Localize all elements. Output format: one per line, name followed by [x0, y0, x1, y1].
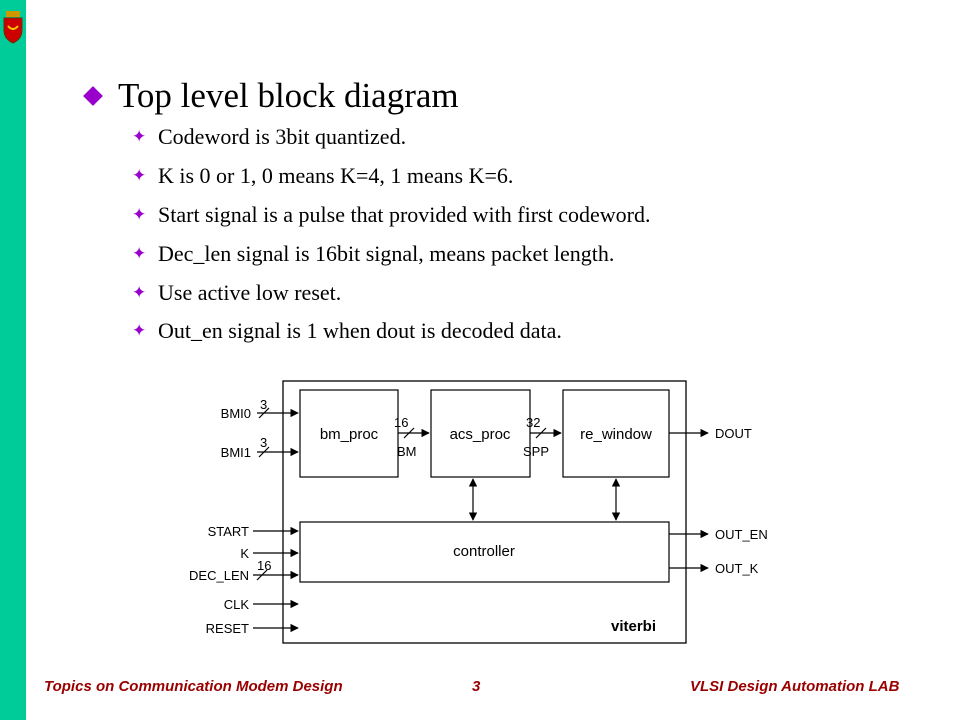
bullet-text: Dec_len signal is 16bit signal, means pa…: [158, 240, 615, 266]
bullet-item: ✦ Codeword is 3bit quantized.: [132, 118, 650, 157]
bullet-text: Start signal is a pulse that provided wi…: [158, 201, 651, 227]
bmi0-width-label: 3: [260, 397, 267, 412]
footer-lab-name: VLSI Design Automation LAB: [690, 678, 900, 695]
out-k-label: OUT_K: [715, 561, 759, 576]
dec-len-label: DEC_LEN: [189, 568, 249, 583]
out-en-label: OUT_EN: [715, 527, 768, 542]
university-crest-icon: [3, 11, 23, 44]
footer-course-title: Topics on Communication Modem Design: [44, 678, 343, 695]
dec-len-bus-slash: [256, 569, 268, 581]
bullet-item: ✦ Dec_len signal is 16bit signal, means p…: [132, 234, 650, 273]
bm-width-label: 16: [394, 415, 408, 430]
reset-label: RESET: [206, 621, 249, 636]
spp-name-label: SPP: [523, 444, 549, 459]
controller-block: [299, 521, 670, 583]
bullet-item: ✦ Start signal is a pulse that provided w…: [132, 196, 650, 235]
controller-label: controller: [453, 543, 515, 560]
re-window-label: re_window: [580, 426, 652, 443]
bullet-item: ✦ K is 0 or 1, 0 means K=4, 1 means K=6.: [132, 157, 650, 196]
start-label: START: [208, 524, 249, 539]
bm-proc-label: bm_proc: [320, 426, 379, 443]
clk-label: CLK: [224, 597, 250, 612]
bmi1-width-label: 3: [260, 435, 267, 450]
bullet-item: ✦ Out_en signal is 1 when dout is decoded…: [132, 312, 650, 351]
k-label: K: [240, 546, 249, 561]
bullet-text: Use active low reset.: [158, 279, 342, 305]
left-sidebar-band: [0, 0, 26, 720]
star-bullet-icon: ✦: [132, 127, 147, 148]
acs-proc-block: [430, 389, 531, 478]
dout-label: DOUT: [715, 426, 752, 441]
slide-title: Top level block diagram: [118, 76, 459, 115]
bmi1-bus-slash: [258, 446, 270, 458]
bullet-item: ✦ Use active low reset.: [132, 273, 650, 312]
re-window-block: [562, 389, 670, 478]
bmi0-label: BMI0: [221, 406, 251, 421]
bullet-list: ✦ Codeword is 3bit quantized. ✦ K is 0 or …: [132, 118, 650, 351]
bmi0-bus-slash: [258, 407, 270, 419]
star-bullet-icon: ✦: [132, 166, 147, 187]
star-bullet-icon: ✦: [132, 243, 147, 264]
bullet-text: Out_en signal is 1 when dout is decoded …: [158, 318, 562, 344]
module-name-label: viterbi: [611, 618, 656, 635]
star-bullet-icon: ✦: [132, 321, 147, 342]
star-bullet-icon: ✦: [132, 282, 147, 303]
star-bullet-icon: ✦: [132, 204, 147, 225]
slide-title-row: Top level block diagram: [83, 76, 459, 116]
footer-page-number: 3: [472, 678, 481, 695]
spp-bus-slash: [535, 427, 547, 439]
bullet-text: K is 0 or 1, 0 means K=4, 1 means K=6.: [158, 163, 514, 189]
acs-proc-label: acs_proc: [450, 426, 511, 443]
bullet-text: Codeword is 3bit quantized.: [158, 124, 407, 150]
bm-bus-slash: [403, 427, 415, 439]
dec-len-width-label: 16: [257, 558, 271, 573]
bmi1-label: BMI1: [221, 445, 251, 460]
spp-width-label: 32: [526, 415, 540, 430]
bm-name-label: BM: [397, 444, 417, 459]
